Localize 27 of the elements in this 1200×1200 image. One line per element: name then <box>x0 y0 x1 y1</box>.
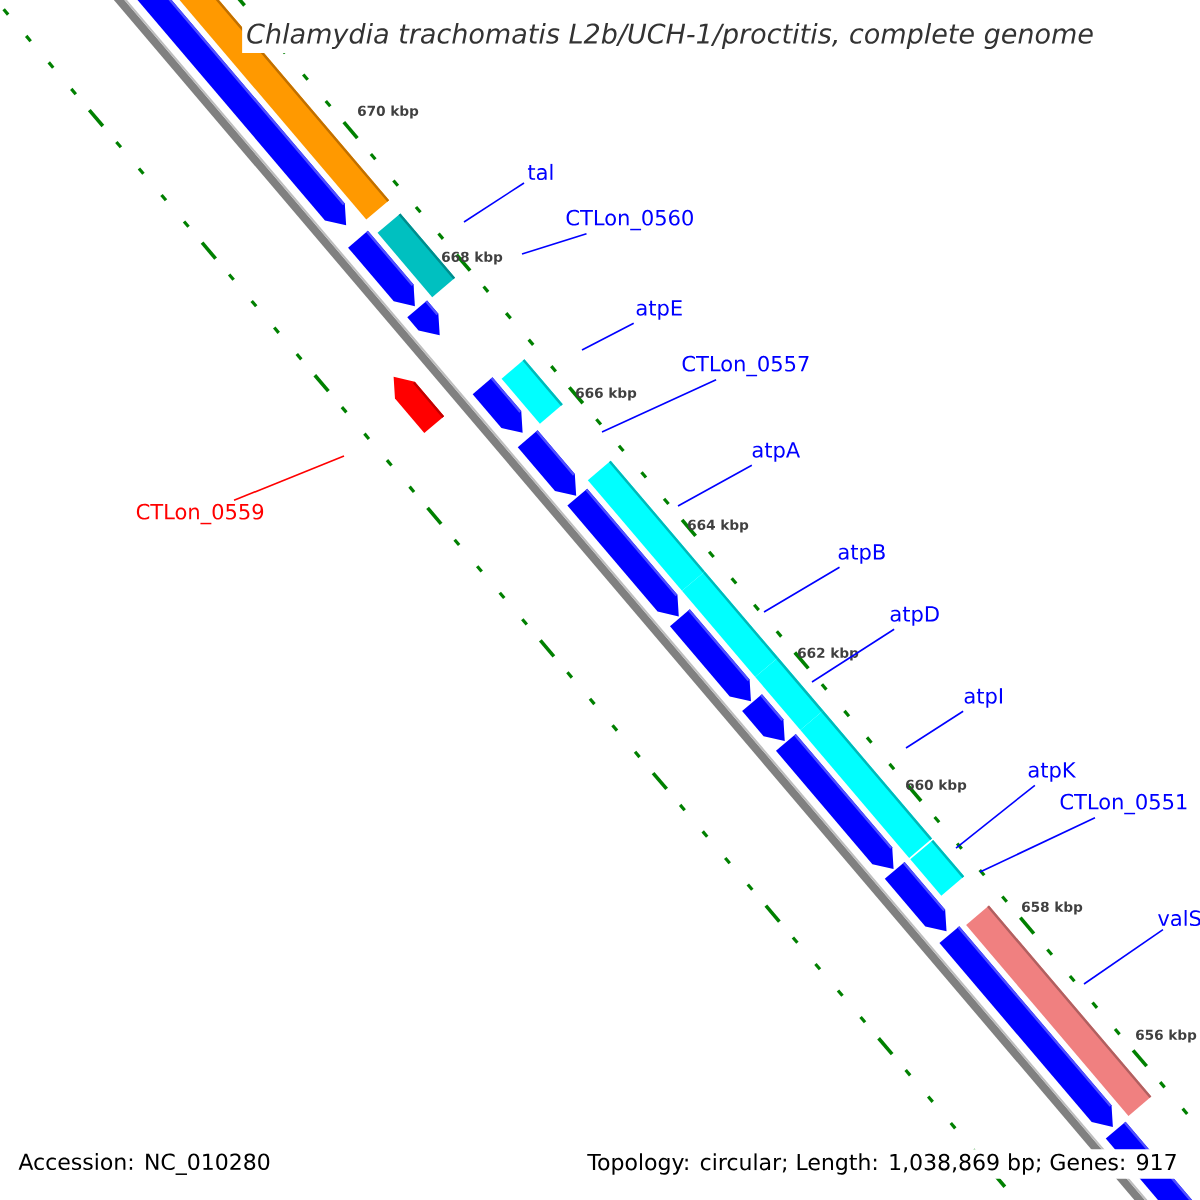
leader-line <box>677 464 753 507</box>
gene-label: valS <box>1158 909 1200 927</box>
gene-label: atpB <box>838 544 885 564</box>
gene-label: CTLon_0557 <box>682 355 809 377</box>
title: Chlamydia trachomatis L2b/UCH-1/proctitis, complete genome <box>242 18 1098 54</box>
leader-line <box>979 816 1096 873</box>
gene-label: atpI <box>964 688 1002 708</box>
leader-line <box>233 455 345 502</box>
gene-label: tal <box>527 163 553 181</box>
gene-label: CTLon_0560 <box>566 209 693 231</box>
leader-line <box>1083 928 1164 985</box>
leader-line <box>763 566 841 613</box>
leader-line <box>581 322 635 351</box>
genome-info-text: Topology: circular; Length: 1,038,869 bp; Genes: 917 <box>583 1149 1182 1179</box>
leader-line <box>521 232 588 255</box>
gene-label: atpD <box>890 606 939 626</box>
gene-label: atpE <box>636 300 682 320</box>
gene-label: CTLon_0559 <box>136 503 264 525</box>
leader-line <box>811 628 895 683</box>
leader-line <box>955 784 1036 849</box>
gene-label: CTLon_0551 <box>1060 793 1187 815</box>
leader-line <box>601 378 717 433</box>
accession-text: Accession: NC_010280 <box>14 1149 275 1179</box>
leader-line <box>905 710 964 749</box>
leader-line <box>463 182 525 223</box>
gene-label: atpA <box>752 442 801 462</box>
gene-label: atpK <box>1028 762 1077 782</box>
